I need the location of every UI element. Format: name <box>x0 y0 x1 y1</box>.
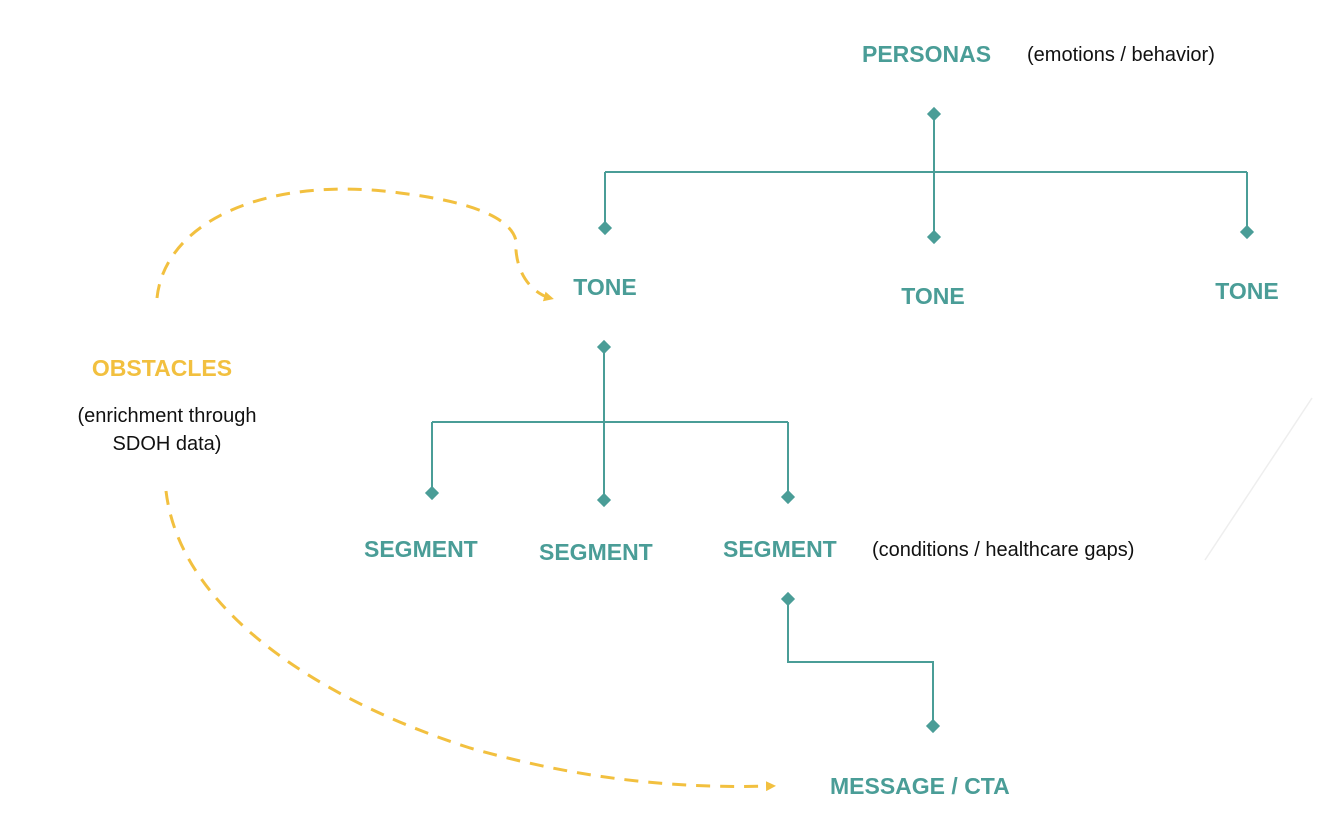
diamond-tone-3 <box>1239 224 1255 240</box>
segment-label-1: SEGMENT <box>364 536 478 562</box>
segment-label-2: SEGMENT <box>539 539 653 565</box>
diamond-tone-2 <box>926 229 942 245</box>
tone-label-1: TONE <box>573 274 637 300</box>
tone-label-2: TONE <box>901 283 965 309</box>
segment-note: (conditions / healthcare gaps) <box>872 539 1135 561</box>
diamond-segment-parent <box>780 591 796 607</box>
tone-tree-connector <box>431 347 789 500</box>
segment-message-connector <box>787 599 934 726</box>
personas-tree-diamonds <box>597 106 1255 245</box>
tone-label-3: TONE <box>1215 278 1279 304</box>
personas-note: (emotions / behavior) <box>1027 44 1215 66</box>
obstacles-note-line-2: SDOH data) <box>112 433 222 455</box>
diamond-tone-1 <box>597 220 613 236</box>
tone-tree-diamonds <box>424 339 796 508</box>
message-cta-label: MESSAGE / CTA <box>830 773 1010 799</box>
diamond-personas <box>926 106 942 122</box>
diamond-segment-3 <box>780 489 796 505</box>
decorative-line <box>1204 397 1313 561</box>
diamond-tone-parent <box>596 339 612 355</box>
segment-message-diamonds <box>780 591 941 734</box>
personas-title: PERSONAS <box>862 41 992 67</box>
segment-label-3: SEGMENT <box>723 536 837 562</box>
obstacles-to-tone-arrow <box>155 187 554 302</box>
personas-tree-connector <box>604 114 1248 237</box>
diamond-segment-2 <box>596 492 612 508</box>
diamond-message <box>925 718 941 734</box>
obstacles-title: OBSTACLES <box>91 355 233 381</box>
obstacles-note-line-1: (enrichment through <box>77 405 257 427</box>
obstacles-to-message-arrow <box>164 490 776 792</box>
diamond-segment-1 <box>424 485 440 501</box>
